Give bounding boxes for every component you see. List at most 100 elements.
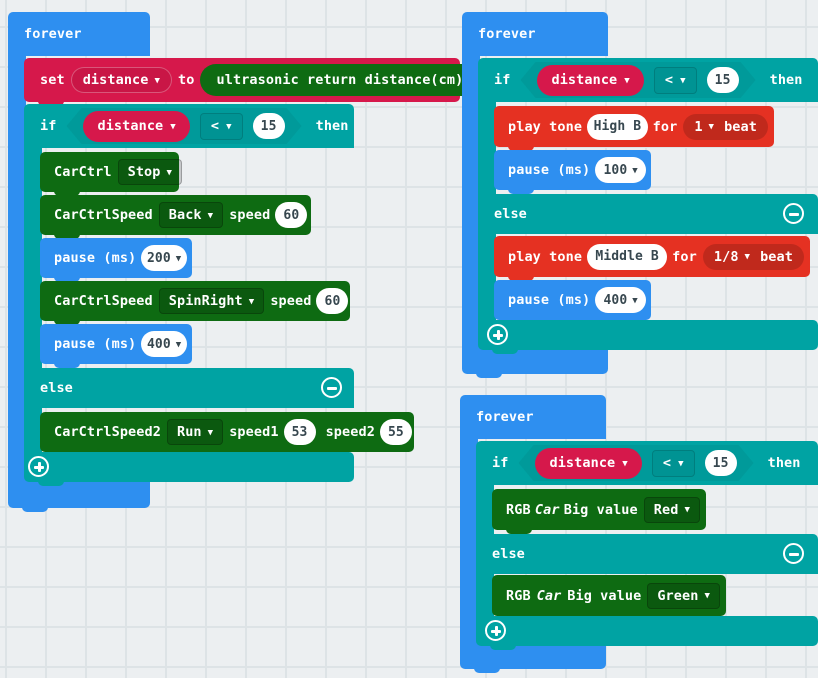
play-tone-block-high-b[interactable]: play tone High B for 1 ▼ beat xyxy=(494,106,774,151)
if-label: if xyxy=(40,118,57,134)
forever-label: forever xyxy=(478,26,536,42)
carctrlspeed2-direction-value: Run xyxy=(176,424,202,440)
tone-note-field[interactable]: Middle B xyxy=(587,243,668,270)
variable-reporter-distance[interactable]: distance ▼ xyxy=(535,448,641,479)
pause-block-400[interactable]: pause (ms) 400 ▼ xyxy=(40,324,192,368)
speed2-input[interactable]: 55 xyxy=(379,419,412,445)
rgb-color-dropdown[interactable]: Red ▼ xyxy=(643,496,700,523)
rgb-label-car: Car xyxy=(536,587,562,604)
else-header-bottom-right[interactable]: else xyxy=(476,534,818,574)
beat-label: beat xyxy=(724,118,757,135)
add-else-icon[interactable] xyxy=(485,620,506,641)
operator-value: < xyxy=(664,72,674,88)
tone-beats-dropdown[interactable]: 1 ▼ beat xyxy=(683,113,768,140)
play-tone-label: play tone xyxy=(508,248,583,265)
pause-block-100[interactable]: pause (ms) 100 ▼ xyxy=(494,150,651,194)
tone-beats-dropdown[interactable]: 1/8 ▼ beat xyxy=(702,243,804,270)
threshold-input[interactable]: 15 xyxy=(707,67,739,93)
carctrlspeed-block-back[interactable]: CarCtrlSpeed Back ▼ speed 60 xyxy=(40,195,311,239)
chevron-down-icon: ▼ xyxy=(708,122,715,132)
chevron-down-icon: ▼ xyxy=(166,167,173,178)
carctrlspeed2-direction-dropdown[interactable]: Run ▼ xyxy=(166,419,224,445)
carctrlspeed-direction-dropdown[interactable]: Back ▼ xyxy=(158,202,224,228)
variable-reporter-distance[interactable]: distance ▼ xyxy=(83,111,189,142)
rgb-car-big-value-block-green[interactable]: RGB Car Big value Green ▼ xyxy=(492,575,726,620)
chevron-down-icon: ▼ xyxy=(170,121,176,132)
operator-dropdown[interactable]: < ▼ xyxy=(654,67,697,94)
pause-block-400-right[interactable]: pause (ms) 400 ▼ xyxy=(494,280,651,324)
chevron-down-icon: ▼ xyxy=(744,252,751,262)
threshold-input[interactable]: 15 xyxy=(253,113,285,139)
add-else-icon[interactable] xyxy=(28,456,49,477)
if-spine-bottom-right xyxy=(476,481,494,538)
if-header-top-right[interactable]: if distance ▼ < ▼ 15 then xyxy=(478,58,818,102)
rgb-color-dropdown[interactable]: Green ▼ xyxy=(647,582,720,609)
chevron-down-icon: ▼ xyxy=(632,295,638,306)
carctrlspeed-label: CarCtrlSpeed xyxy=(54,293,153,309)
threshold-input[interactable]: 15 xyxy=(705,450,737,476)
comparison-condition-top-right[interactable]: distance ▼ < ▼ 15 xyxy=(520,62,755,98)
chevron-down-icon: ▼ xyxy=(248,296,255,307)
set-variable-dropdown[interactable]: distance ▼ xyxy=(70,67,173,93)
carctrlspeed-direction-dropdown[interactable]: SpinRight ▼ xyxy=(158,288,265,314)
if-foot-top-right xyxy=(478,320,818,354)
if-label: if xyxy=(494,72,511,88)
else-spine-bottom-right xyxy=(476,570,494,627)
variable-reporter-distance[interactable]: distance ▼ xyxy=(537,65,643,96)
remove-else-icon[interactable] xyxy=(321,377,342,398)
rgb-color-value: Green xyxy=(657,587,699,604)
pause-label: pause (ms) xyxy=(54,250,137,266)
rgb-label-car: Car xyxy=(534,501,560,518)
play-tone-block-middle-b[interactable]: play tone Middle B for 1/8 ▼ beat xyxy=(494,236,810,281)
rgb-color-value: Red xyxy=(653,501,679,518)
else-label: else xyxy=(40,380,73,396)
chevron-down-icon: ▼ xyxy=(678,458,684,469)
speed2-label: speed2 xyxy=(325,424,375,440)
operator-dropdown[interactable]: < ▼ xyxy=(652,450,695,477)
remove-else-icon[interactable] xyxy=(783,543,804,564)
rgb-car-big-value-block-red[interactable]: RGB Car Big value Red ▼ xyxy=(492,489,706,534)
then-label: then xyxy=(315,118,349,134)
carctrl-direction-value: Stop xyxy=(127,164,161,180)
then-label: then xyxy=(769,72,803,88)
else-spine-top-right xyxy=(478,230,496,328)
chevron-down-icon: ▼ xyxy=(154,75,161,86)
carctrlspeed-label: CarCtrlSpeed xyxy=(54,207,153,223)
beat-label: beat xyxy=(760,248,793,265)
pause-block-200[interactable]: pause (ms) 200 ▼ xyxy=(40,238,192,282)
forever-block-left[interactable]: forever xyxy=(8,12,150,56)
pause-duration-dropdown[interactable]: 100 ▼ xyxy=(595,157,646,183)
tone-note-field[interactable]: High B xyxy=(587,113,648,140)
remove-else-icon[interactable] xyxy=(783,203,804,224)
if-header-bottom-right[interactable]: if distance ▼ < ▼ 15 then xyxy=(476,441,818,485)
else-header-top-right[interactable]: else xyxy=(478,194,818,234)
operator-dropdown[interactable]: < ▼ xyxy=(200,113,243,140)
forever-block-top-right[interactable]: forever xyxy=(462,12,608,56)
speed-input[interactable]: 60 xyxy=(275,202,308,228)
add-else-icon[interactable] xyxy=(487,324,508,345)
carctrl-block[interactable]: CarCtrl Stop ▼ xyxy=(40,152,183,196)
carctrl-label: CarCtrl xyxy=(54,164,112,180)
comparison-condition-bottom-right[interactable]: distance ▼ < ▼ 15 xyxy=(518,445,753,481)
speed-input[interactable]: 60 xyxy=(316,288,349,314)
else-header-left[interactable]: else xyxy=(24,368,354,408)
pause-duration-dropdown[interactable]: 200 ▼ xyxy=(141,245,187,271)
comparison-condition-left[interactable]: distance ▼ < ▼ 15 xyxy=(66,108,301,144)
set-variable-block[interactable]: set distance ▼ to ultrasonic return dist… xyxy=(24,58,481,106)
tone-beats-value: 1 xyxy=(694,118,703,135)
forever-spine-bottom-right xyxy=(460,435,478,640)
ultrasonic-distance-reporter[interactable]: ultrasonic return distance(cm) xyxy=(199,64,481,96)
if-header-left[interactable]: if distance ▼ < ▼ 15 then xyxy=(24,104,354,148)
pause-label: pause (ms) xyxy=(54,336,137,352)
carctrlspeed2-block[interactable]: CarCtrlSpeed2 Run ▼ speed1 53 speed2 55 xyxy=(40,412,414,456)
carctrlspeed-block-spinright[interactable]: CarCtrlSpeed SpinRight ▼ speed 60 xyxy=(40,281,350,325)
set-variable-value: distance xyxy=(82,72,149,88)
pause-duration-dropdown[interactable]: 400 ▼ xyxy=(595,287,646,313)
pause-duration-dropdown[interactable]: 400 ▼ xyxy=(141,331,187,357)
carctrl-direction-dropdown[interactable]: Stop ▼ xyxy=(117,159,183,185)
speed1-input[interactable]: 53 xyxy=(283,419,316,445)
forever-block-bottom-right[interactable]: forever xyxy=(460,395,606,439)
chevron-down-icon: ▼ xyxy=(207,210,214,221)
chevron-down-icon: ▼ xyxy=(624,75,630,86)
